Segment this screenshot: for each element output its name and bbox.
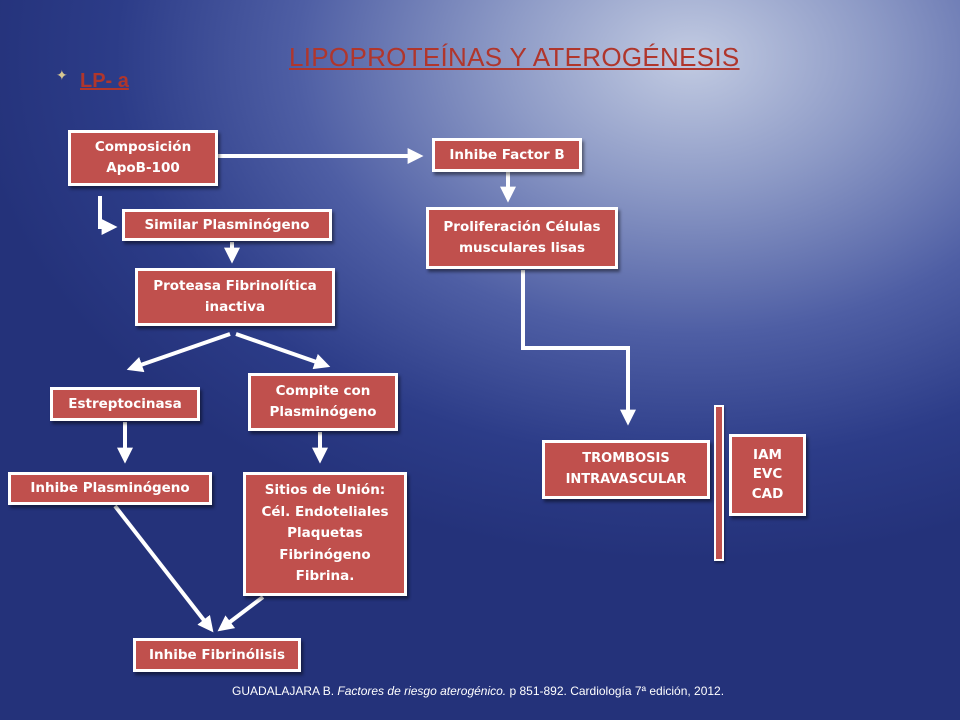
citation-work: Factores de riesgo aterogénico. xyxy=(337,684,507,698)
citation: GUADALAJARA B. Factores de riesgo aterog… xyxy=(232,684,724,698)
node-similar-plasminogeno: Similar Plasminógeno xyxy=(122,209,332,241)
node-outcomes: IAM EVC CAD xyxy=(729,434,806,516)
node-inhibe-plasminogeno: Inhibe Plasminógeno xyxy=(8,472,212,505)
node-composicion: Composición ApoB-100 xyxy=(68,130,218,186)
arrow-proteasa-to-compite xyxy=(235,332,331,370)
node-trombosis: TROMBOSIS INTRAVASCULAR xyxy=(542,440,710,499)
node-estreptocinasa: Estreptocinasa xyxy=(50,387,200,421)
arrow-proteasa-to-estreptocinasa xyxy=(126,332,231,373)
node-inhibe-fibrinolisis: Inhibe Fibrinólisis xyxy=(133,638,301,672)
diamond-bullet-icon: ✦ xyxy=(56,68,68,84)
arrow-inhibe-plasminogeno-to-fibrinolisis xyxy=(113,504,214,633)
arrow-composicion-to-similar xyxy=(98,196,118,235)
citation-author: GUADALAJARA B. xyxy=(232,684,338,698)
node-sitios-union: Sitios de Unión: Cél. Endoteliales Plaqu… xyxy=(243,472,407,596)
citation-details: p 851-892. Cardiología 7ª edición, 2012. xyxy=(506,684,725,698)
arrow-sitios-to-fibrinolisis xyxy=(217,595,265,632)
node-proliferacion: Proliferación Células musculares lisas xyxy=(426,207,618,269)
slide-subtitle: LP- a xyxy=(80,70,129,92)
node-inhibe-factor-b: Inhibe Factor B xyxy=(432,138,582,172)
arrow-proliferacion-to-trombosis xyxy=(521,270,636,426)
bracket-bar xyxy=(714,405,724,561)
slide-title: LIPOPROTEÍNAS Y ATEROGÉNESIS xyxy=(289,42,740,72)
node-compite-plasminogeno: Compite con Plasminógeno xyxy=(248,373,398,431)
node-proteasa-fibrinolitica: Proteasa Fibrinolítica inactiva xyxy=(135,268,335,326)
